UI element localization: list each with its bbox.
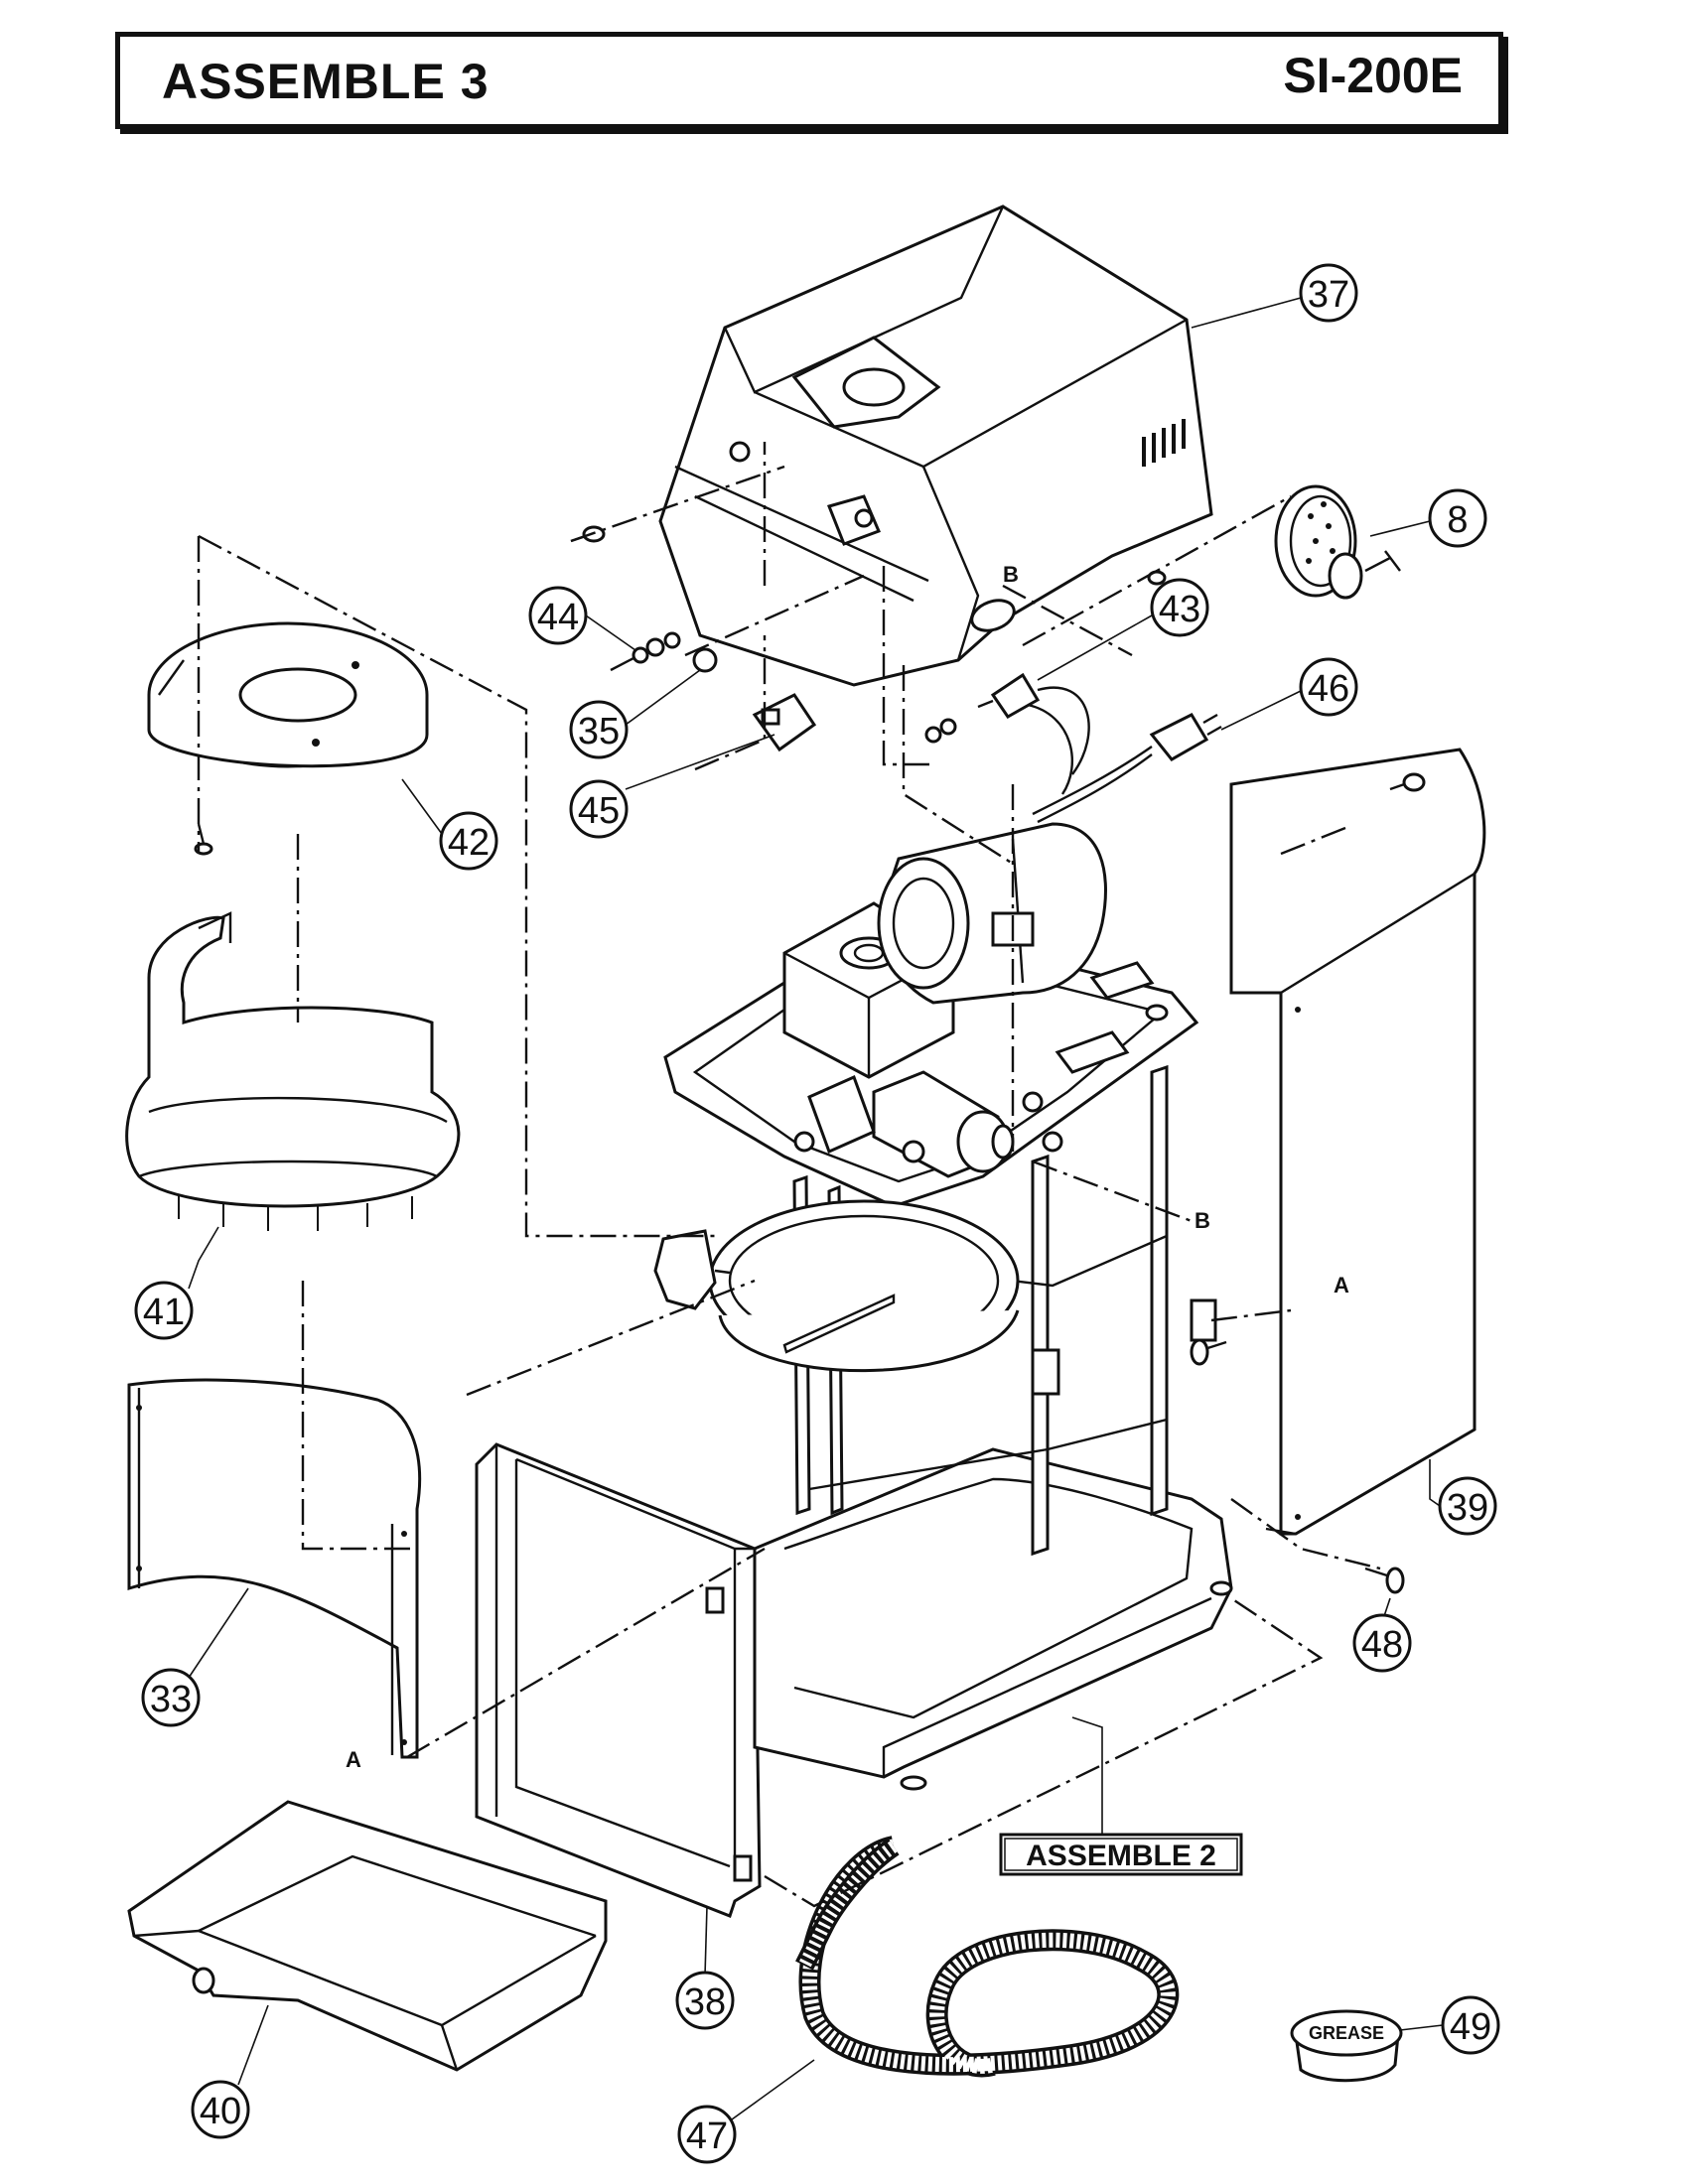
svg-text:39: 39 xyxy=(1447,1487,1488,1529)
header-box: ASSEMBLE 3 SI-200E xyxy=(115,32,1503,129)
panel-screws xyxy=(1147,570,1426,1366)
grease-label: GREASE xyxy=(1309,2023,1384,2043)
part-38-front-housing xyxy=(475,1442,762,1918)
svg-text:40: 40 xyxy=(200,2091,241,2132)
callout-37: 37 xyxy=(1299,263,1358,323)
callout-33: 33 xyxy=(141,1668,201,1727)
svg-text:43: 43 xyxy=(1159,589,1200,630)
model-number: SI-200E xyxy=(1283,48,1463,103)
svg-text:48: 48 xyxy=(1361,1624,1403,1666)
svg-text:8: 8 xyxy=(1447,499,1468,541)
svg-text:44: 44 xyxy=(537,597,579,638)
part-48-screw xyxy=(1364,1567,1405,1594)
ref-letter-a-left: A xyxy=(346,1747,361,1772)
part-47-drain-hose xyxy=(795,1836,1180,2078)
part-44-screw-set xyxy=(570,525,681,672)
callout-8: 8 xyxy=(1428,488,1487,548)
callout-49: 49 xyxy=(1441,1995,1500,2055)
part-41-clear-cup xyxy=(125,911,461,1231)
part-49-grease-tub: GREASE xyxy=(1290,2009,1403,2083)
callout-46: 46 xyxy=(1299,657,1358,717)
callout-41: 41 xyxy=(134,1281,194,1340)
svg-text:45: 45 xyxy=(578,790,620,832)
callout-43: 43 xyxy=(1150,578,1209,637)
part-37-top-cover xyxy=(658,205,1213,687)
svg-text:37: 37 xyxy=(1308,274,1349,316)
ref-letter-b-top: B xyxy=(1003,562,1019,587)
part-8-blade-disc xyxy=(1274,484,1401,600)
callout-44: 44 xyxy=(528,586,588,645)
svg-text:42: 42 xyxy=(448,822,490,864)
part-33-curved-shield xyxy=(127,1378,422,1759)
ref-letter-b-mid: B xyxy=(1195,1208,1210,1233)
part-45-switch xyxy=(752,693,817,752)
callout-leaders xyxy=(188,297,1444,2120)
callout-48: 48 xyxy=(1352,1613,1412,1673)
callout-45: 45 xyxy=(569,779,629,839)
motor-platform-assembly xyxy=(653,822,1217,1557)
svg-text:38: 38 xyxy=(684,1981,726,2023)
part-43-toggle-switch xyxy=(924,672,1090,795)
ref-letter-a-right: A xyxy=(1334,1273,1349,1297)
callout-47: 47 xyxy=(677,2105,737,2164)
part-39-side-panel xyxy=(1229,748,1486,1536)
svg-text:33: 33 xyxy=(150,1679,192,1720)
callout-38: 38 xyxy=(675,1971,735,2030)
svg-text:49: 49 xyxy=(1450,2006,1491,2048)
svg-text:35: 35 xyxy=(578,711,620,752)
part-35-nut xyxy=(692,647,718,673)
assembly-guide-lines xyxy=(197,442,1381,1908)
assemble-2-label: ASSEMBLE 2 xyxy=(999,1833,1243,1876)
callout-35: 35 xyxy=(569,700,629,759)
svg-text:46: 46 xyxy=(1308,668,1349,710)
svg-text:ASSEMBLE 2: ASSEMBLE 2 xyxy=(1026,1840,1216,1872)
assemble-2-base-frame xyxy=(753,1447,1233,1791)
page-title: ASSEMBLE 3 xyxy=(162,54,490,109)
svg-text:41: 41 xyxy=(143,1292,185,1333)
callout-40: 40 xyxy=(191,2080,250,2139)
callout-42: 42 xyxy=(439,811,498,871)
svg-text:47: 47 xyxy=(686,2116,728,2157)
part-46-power-cord xyxy=(1032,713,1222,824)
callout-39: 39 xyxy=(1438,1476,1497,1536)
part-42-top-ring xyxy=(147,621,429,856)
part-40-drip-tray xyxy=(127,1800,608,2072)
